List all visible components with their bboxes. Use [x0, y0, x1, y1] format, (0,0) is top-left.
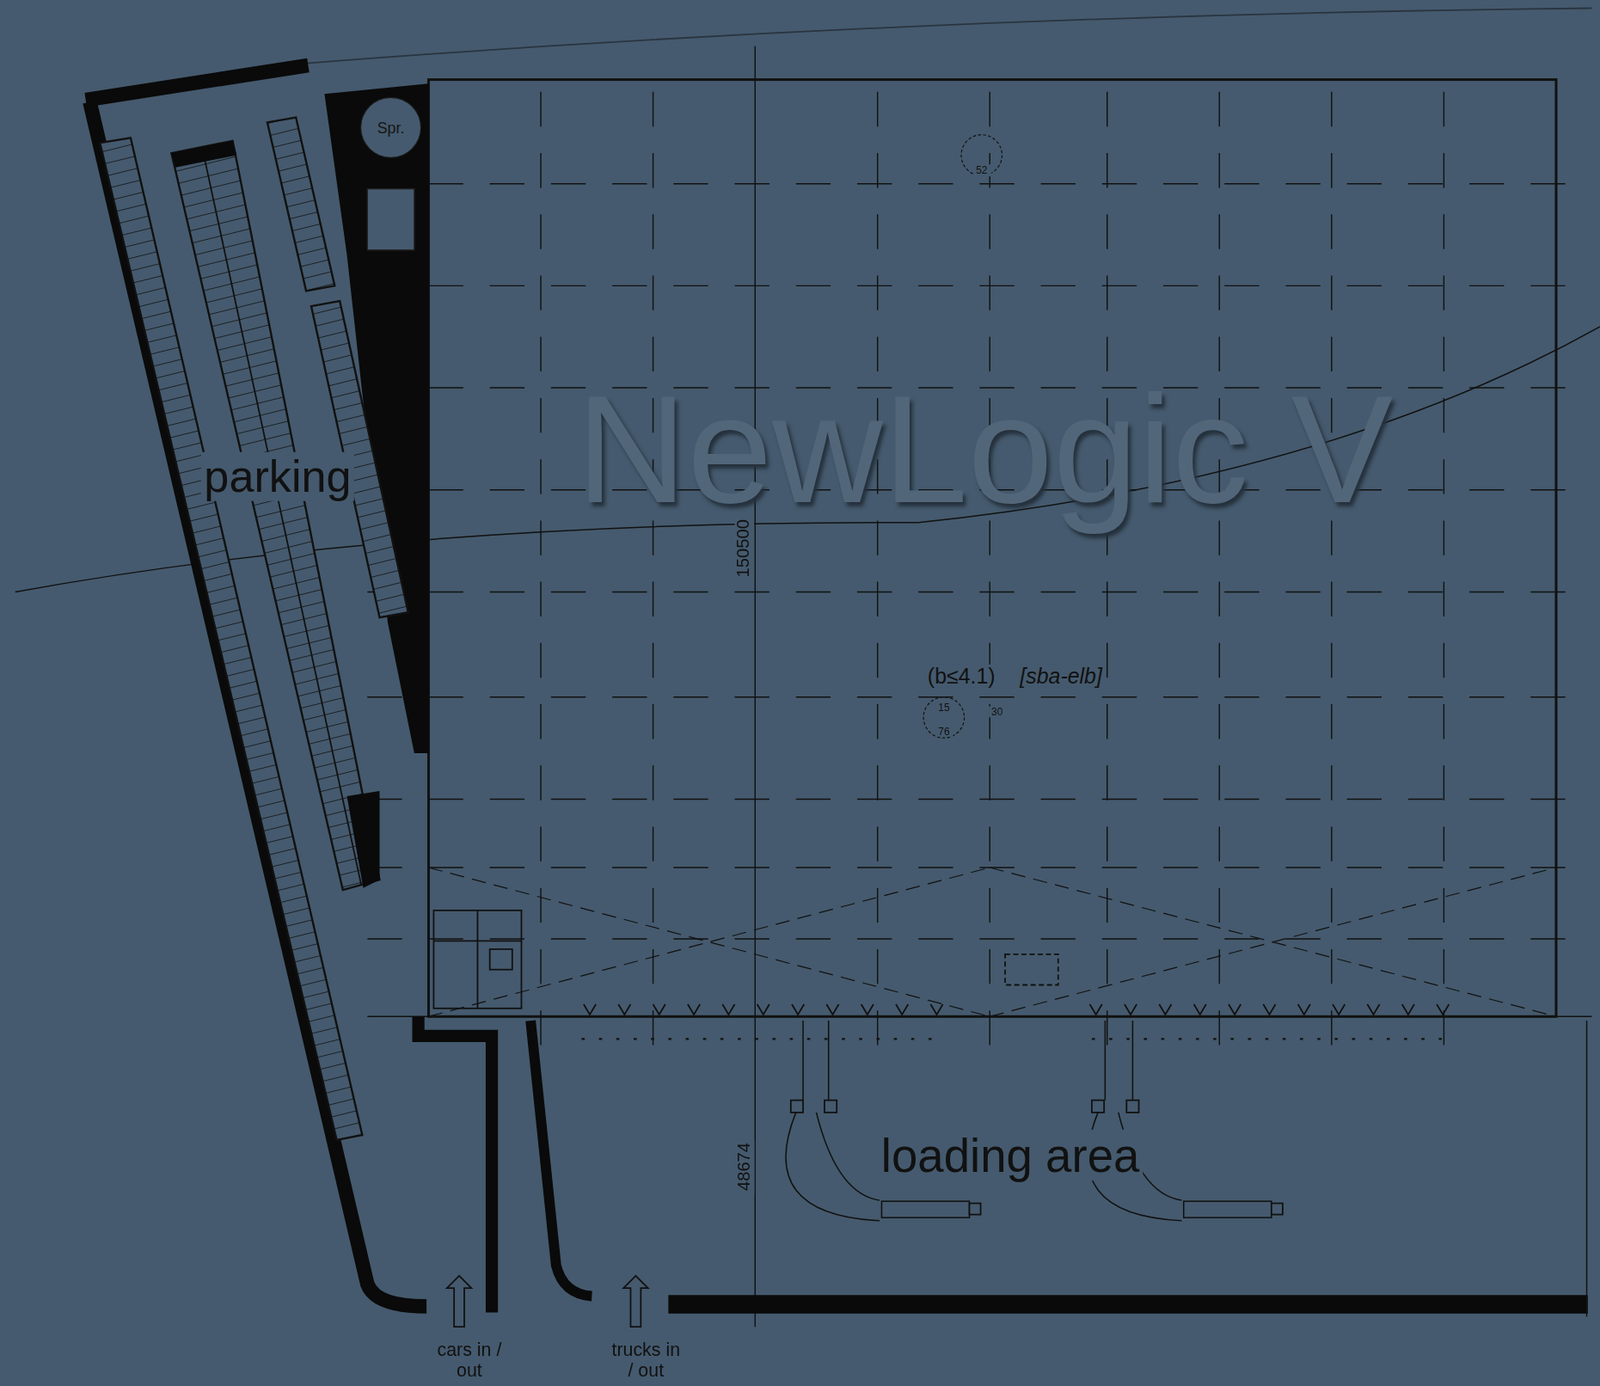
entry-label: trucks in / out: [606, 1341, 687, 1382]
entry-label: cars in / out: [429, 1341, 510, 1382]
area-label: loading area: [877, 1128, 1143, 1181]
note: (b≤4.1): [924, 663, 999, 687]
sprinkler-circle: Spr.: [360, 97, 422, 159]
watermark: NewLogic V: [573, 364, 1397, 534]
area-label: parking: [201, 452, 355, 502]
callout-number: 15: [935, 701, 953, 713]
node-text: Spr.: [377, 118, 405, 136]
dimension: 48674: [734, 1139, 754, 1194]
callout-number: 52: [973, 163, 991, 175]
callout-number: 76: [935, 724, 953, 736]
note-italic: [sba-elb]: [1017, 663, 1106, 687]
callout-number: 30: [987, 705, 1006, 718]
dimension: 150500: [734, 515, 754, 580]
